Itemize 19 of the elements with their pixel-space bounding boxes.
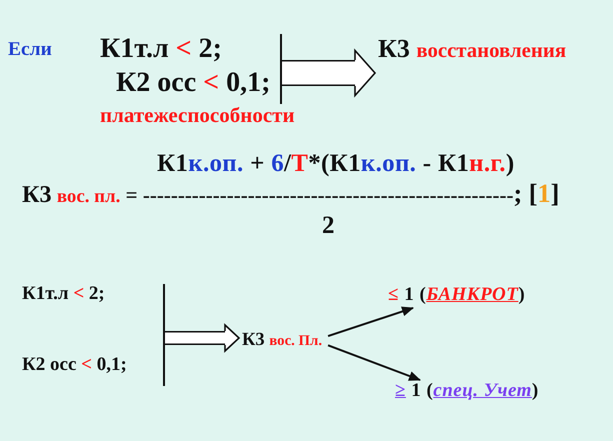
formula-numerator: К1к.оп. + 6/Т*(К1к.оп. - К1н.г.) [157, 150, 514, 178]
formula-line: К3 вос. пл. = -----------------------------------------------------; [1] [22, 180, 560, 209]
outcome-text: ≤ 1 (БАНКРОТ) [388, 285, 526, 306]
condition-text: К1т.л < 2; [100, 34, 222, 65]
formula-denominator: 2 [322, 212, 334, 240]
bracketed-conditions [98, 34, 282, 104]
block-arrow [281, 50, 376, 96]
term-text: платежеспособности [100, 104, 295, 128]
outcome-text: ≥ 1 (спец. Учет) [395, 381, 539, 402]
condition-text: К2 осс < 0,1; [116, 68, 270, 99]
bracketed-conditions [20, 284, 165, 386]
arrow [328, 344, 421, 381]
keyword-text: Если [8, 39, 52, 60]
condition-text: К2 осс < 0,1; [22, 355, 127, 376]
block-arrow [164, 324, 240, 352]
coefficient-text: К3 вос. Пл. [242, 330, 322, 350]
arrow [328, 306, 414, 338]
coefficient-text: К3 восстановления [378, 35, 566, 64]
condition-text: К1т.л < 2; [22, 284, 105, 305]
